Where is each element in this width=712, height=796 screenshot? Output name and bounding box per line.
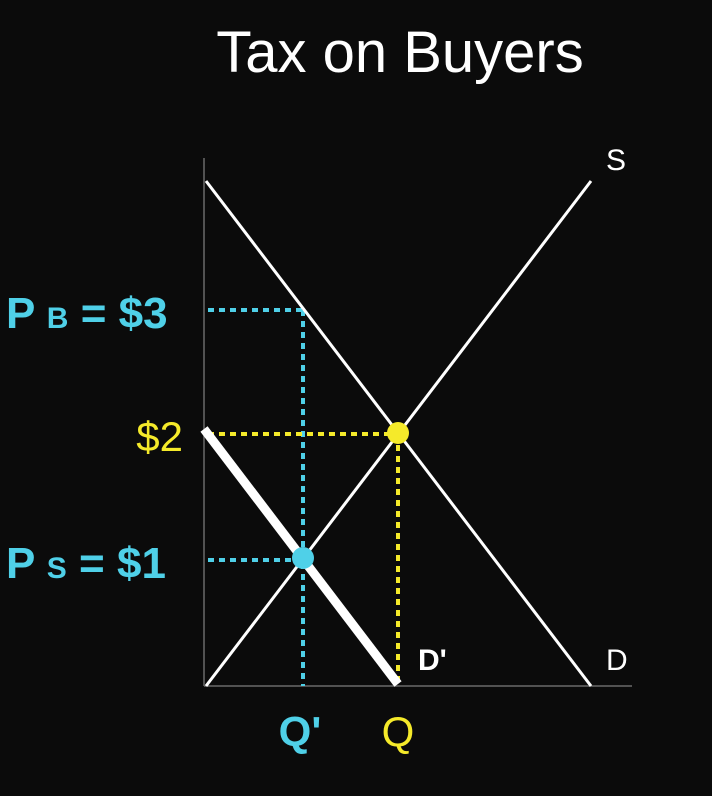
price-sellers-label: P S = $1	[6, 539, 166, 588]
price-sellers-value: = $1	[79, 539, 166, 588]
new-demand-label: D'	[418, 644, 447, 677]
points	[292, 422, 409, 569]
diagram-title: Tax on Buyers	[216, 20, 584, 85]
price-buyers-label: P B = $3	[6, 289, 168, 338]
price-labels: P B = $3 $2 P S = $1	[6, 289, 183, 588]
price-buyers-value: = $3	[81, 289, 168, 338]
curve-labels: S D D'	[418, 144, 628, 677]
quantity-equilibrium-label: Q	[382, 708, 415, 755]
equilibrium-point	[387, 422, 409, 444]
axes	[203, 158, 632, 687]
supply-label: S	[606, 144, 626, 177]
equilibrium-price-label: $2	[136, 413, 183, 460]
guide-lines	[208, 308, 400, 686]
demand-label: D	[606, 644, 628, 677]
price-sellers-subscript: S	[47, 552, 67, 585]
quantity-labels: Q' Q	[279, 708, 415, 755]
price-sellers-symbol: P	[6, 539, 35, 588]
price-buyers-symbol: P	[6, 289, 35, 338]
price-buyers-subscript: B	[47, 302, 69, 335]
seller-price-point	[292, 547, 314, 569]
quantity-tax-label: Q'	[279, 708, 322, 755]
